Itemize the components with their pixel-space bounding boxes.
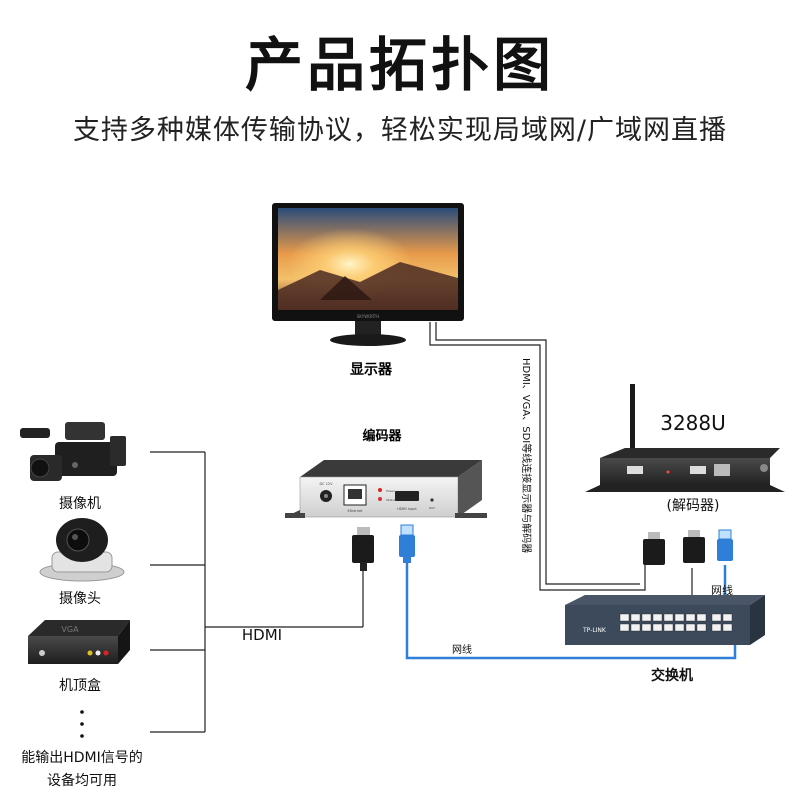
encoder-label: 编码器 bbox=[362, 428, 402, 444]
camcorder bbox=[20, 422, 126, 481]
camera-label: 摄像头 bbox=[59, 591, 101, 607]
page-title: 产品拓扑图 bbox=[244, 31, 555, 99]
network-switch: TP-LINK bbox=[565, 595, 765, 645]
svg-text:VGA: VGA bbox=[61, 625, 79, 634]
svg-text:HDMI Input: HDMI Input bbox=[397, 507, 417, 511]
camcorder-label: 摄像机 bbox=[59, 496, 101, 512]
svg-text:Ethernet: Ethernet bbox=[347, 509, 363, 513]
source-bracket-lines bbox=[150, 451, 364, 733]
any-device-label-line2: 设备均可用 bbox=[47, 772, 117, 789]
decoder bbox=[585, 384, 785, 492]
monitor-label: 显示器 bbox=[350, 362, 393, 378]
hdmi-plug-decoder-1 bbox=[643, 532, 665, 565]
rj45-plug-decoder bbox=[717, 529, 733, 561]
monitor: SKYWORTH bbox=[272, 203, 464, 346]
settop-label: 机顶盒 bbox=[59, 677, 101, 694]
svg-text:TP-LINK: TP-LINK bbox=[582, 627, 607, 634]
ptz-camera bbox=[39, 518, 125, 582]
switch-label: 交换机 bbox=[651, 667, 693, 684]
decoder-label: (解码器) bbox=[667, 498, 720, 514]
hdmi-plug-decoder-2 bbox=[683, 530, 705, 563]
svg-text:Power: Power bbox=[386, 489, 396, 493]
decoder-model-label: 3288U bbox=[660, 411, 726, 435]
rj45-plug-encoder bbox=[399, 524, 415, 563]
lan-label-bottom: 网线 bbox=[452, 643, 472, 656]
encoder: DC 12V Ethernet Power Status HDMI Input … bbox=[285, 460, 487, 518]
svg-text:Status: Status bbox=[386, 498, 396, 502]
hdmi-cable-label: HDMI bbox=[242, 626, 282, 644]
hdmi-plug-encoder bbox=[352, 527, 374, 571]
display-cable-label: HDMI、VGA、SDI等线连接显示器与解码器 bbox=[520, 358, 533, 553]
lan-label-right: 网线 bbox=[711, 583, 733, 597]
display-cable-line bbox=[429, 322, 646, 591]
svg-text:RST: RST bbox=[429, 506, 435, 510]
any-device-label-line1: 能输出HDMI信号的 bbox=[21, 750, 143, 766]
svg-text:SKYWORTH: SKYWORTH bbox=[357, 314, 380, 319]
svg-text:DC 12V: DC 12V bbox=[319, 482, 333, 486]
page-subtitle: 支持多种媒体传输协议，轻松实现局域网/广域网直播 bbox=[72, 115, 728, 146]
more-devices-dots bbox=[80, 710, 84, 738]
set-top-box: VGA bbox=[28, 620, 130, 664]
